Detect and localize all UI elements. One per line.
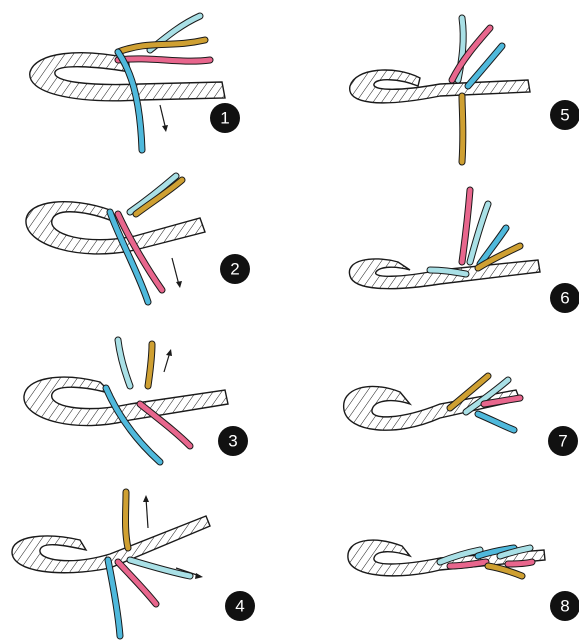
rope-eye-loop [350, 70, 530, 103]
step-2-illustration [26, 176, 205, 302]
step-badge-4: 4 [225, 591, 255, 621]
step-badge-8: 8 [550, 591, 579, 621]
step-badge-3: 3 [218, 426, 248, 456]
strand-gold [462, 96, 463, 162]
step-number: 6 [560, 289, 569, 308]
step-badge-1: 1 [210, 103, 240, 133]
direction-arrow [146, 498, 148, 528]
step-number: 5 [560, 106, 569, 125]
step-number: 7 [558, 432, 567, 451]
step-badge-5: 5 [550, 100, 579, 130]
step-8-illustration [348, 540, 545, 576]
step-3-illustration [24, 340, 228, 462]
step-badge-6: 6 [550, 283, 579, 313]
strand-gold [126, 492, 129, 548]
step-badge-2: 2 [220, 254, 250, 284]
step-6-illustration [349, 190, 540, 289]
step-7-illustration [344, 376, 520, 430]
step-4-illustration [12, 492, 210, 636]
strand-blue [478, 414, 514, 430]
strand-gold [136, 180, 182, 214]
direction-arrow [172, 258, 179, 285]
step-number: 8 [560, 597, 569, 616]
step-number: 2 [230, 260, 239, 279]
step-badge-7: 7 [548, 426, 578, 456]
strand-lightblue [130, 560, 190, 576]
step-number: 1 [220, 109, 229, 128]
step-5-illustration [350, 18, 530, 162]
step-1-illustration [30, 16, 225, 150]
step-number: 3 [228, 432, 237, 451]
step-number: 4 [235, 597, 244, 616]
